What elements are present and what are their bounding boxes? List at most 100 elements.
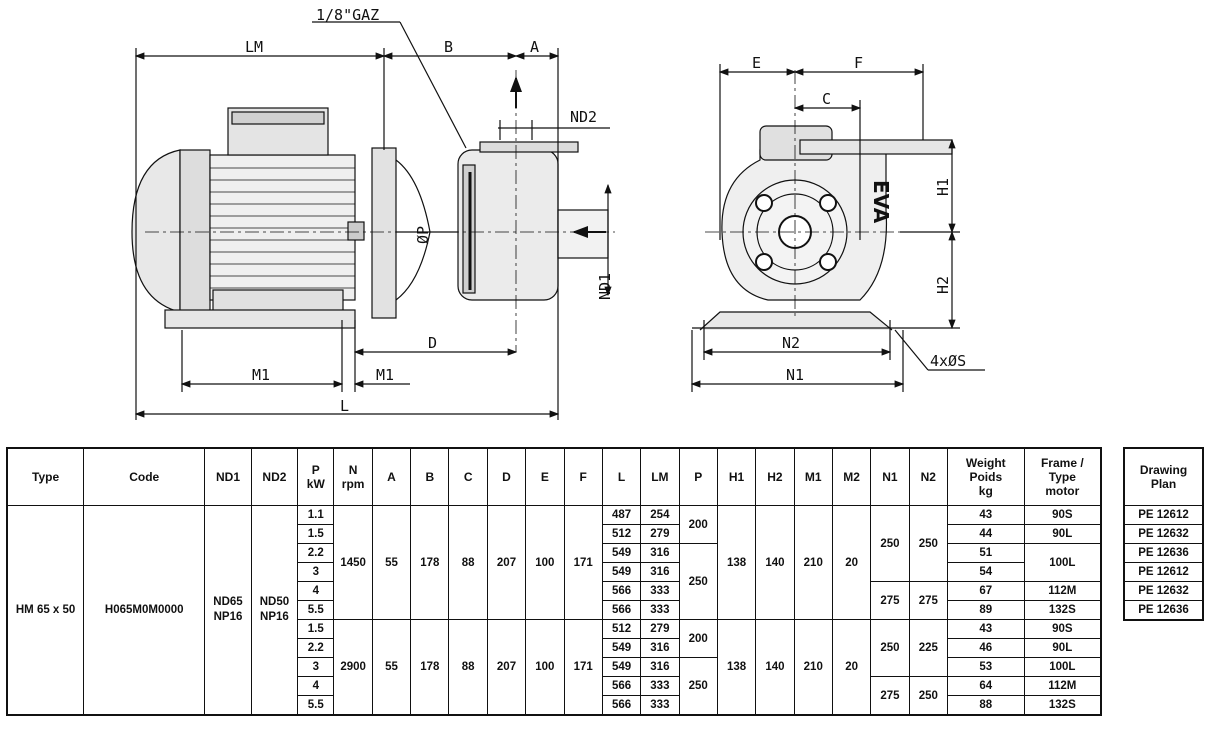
cell-l: 549	[601, 657, 642, 677]
cell-d: 207	[486, 619, 527, 716]
cell-c: 88	[448, 619, 488, 716]
label-gaz: 1/8"GAZ	[316, 6, 379, 24]
cell-kw: 3	[297, 562, 335, 582]
cell-n2: 250	[908, 505, 948, 582]
header-code: Code	[83, 447, 206, 506]
table-row: 3 549 316 250 53 100L	[7, 657, 1102, 716]
cell-type: HM 65 x 50	[6, 505, 85, 716]
cell-lm: 316	[640, 562, 680, 582]
header-f: F	[563, 447, 603, 506]
cell-lm: 316	[640, 638, 680, 658]
cell-lm: 333	[640, 695, 680, 716]
cell-l: 566	[601, 676, 642, 696]
cell-n2: 225	[908, 619, 948, 677]
header-c: C	[448, 447, 488, 506]
cell-l: 549	[601, 638, 642, 658]
cell-h2: 140	[755, 505, 795, 620]
cell-f: 171	[563, 619, 603, 716]
cell-kw: 5.5	[297, 600, 335, 620]
header-m1: M1	[793, 447, 833, 506]
cell-l: 512	[601, 524, 642, 544]
table-row: PE 12636	[1123, 600, 1204, 621]
cell-weight: 46	[946, 638, 1025, 658]
cell-rpm: 2900	[333, 619, 373, 716]
cell-l: 512	[601, 619, 642, 639]
label-lm: LM	[245, 38, 263, 56]
header-nd1: ND1	[204, 447, 252, 506]
cell-n2: 275	[908, 581, 948, 620]
cell-weight: 67	[946, 581, 1025, 601]
front-view	[690, 64, 985, 392]
cell-frame: 132S	[1023, 600, 1102, 620]
cell-lm: 333	[640, 581, 680, 601]
cell-weight: 51	[946, 543, 1025, 563]
label-h2: H2	[934, 276, 952, 294]
cell-l: 566	[601, 695, 642, 716]
table-row: 1.5 2900 55 178 88 207 100 171 512 279 2…	[7, 619, 1102, 716]
table-row: PE 12636	[1123, 543, 1204, 563]
header-b: B	[410, 447, 450, 506]
header-l: L	[601, 447, 642, 506]
cell-weight: 44	[946, 524, 1025, 544]
cell-frame: 90L	[1023, 524, 1102, 544]
label-n2: N2	[782, 334, 800, 352]
cell-weight: 53	[946, 657, 1025, 677]
cell-l: 549	[601, 562, 642, 582]
label-b: B	[444, 38, 453, 56]
cell-p: 250	[678, 657, 718, 716]
header-e: E	[525, 447, 565, 506]
cell-weight: 89	[946, 600, 1025, 620]
cell-b: 178	[410, 505, 450, 620]
table-row: 2.2 549 316 250 51 100L	[7, 543, 1102, 620]
label-m1-left: M1	[252, 366, 270, 384]
header-d: D	[486, 447, 527, 506]
cell-frame: 100L	[1023, 543, 1102, 582]
label-m1-right: M1	[376, 366, 394, 384]
cell-m2: 20	[831, 619, 872, 716]
cell-kw: 4	[297, 581, 335, 601]
cell-a: 55	[371, 505, 412, 620]
cell-n1: 275	[870, 676, 910, 716]
cell-plan: PE 12612	[1123, 562, 1204, 582]
cell-c: 88	[448, 505, 488, 620]
cell-h1: 138	[716, 505, 757, 620]
cell-h2: 140	[755, 619, 795, 716]
cell-l: 549	[601, 543, 642, 563]
cell-weight: 88	[946, 695, 1025, 716]
cell-plan: PE 12636	[1123, 600, 1204, 621]
header-n2: N2	[908, 447, 948, 506]
header-lm: LM	[640, 447, 680, 506]
pump-technical-drawing: 1/8"GAZ LM B A ND2 ND1 ØP D M1 M1 L E F …	[131, 6, 985, 420]
header-p: P	[678, 447, 718, 506]
table-row: 4 566 333 275 250 64 112M	[7, 676, 1102, 716]
cell-b: 178	[410, 619, 450, 716]
cell-kw: 1.5	[297, 619, 335, 639]
cell-weight: 64	[946, 676, 1025, 696]
label-nd2: ND2	[570, 108, 597, 126]
cell-weight: 54	[946, 562, 1025, 582]
cell-l: 566	[601, 581, 642, 601]
cell-m2: 20	[831, 505, 872, 620]
cell-frame: 90S	[1023, 619, 1102, 639]
cell-kw: 1.5	[297, 524, 335, 544]
label-d: D	[428, 334, 437, 352]
cell-kw: 3	[297, 657, 335, 677]
label-a: A	[530, 38, 539, 56]
label-holes: 4xØS	[930, 352, 966, 370]
header-h1: H1	[716, 447, 757, 506]
cell-lm: 333	[640, 600, 680, 620]
header-a: A	[371, 447, 412, 506]
cell-kw: 2.2	[297, 638, 335, 658]
cell-p: 250	[678, 543, 718, 620]
label-e: E	[752, 54, 761, 72]
